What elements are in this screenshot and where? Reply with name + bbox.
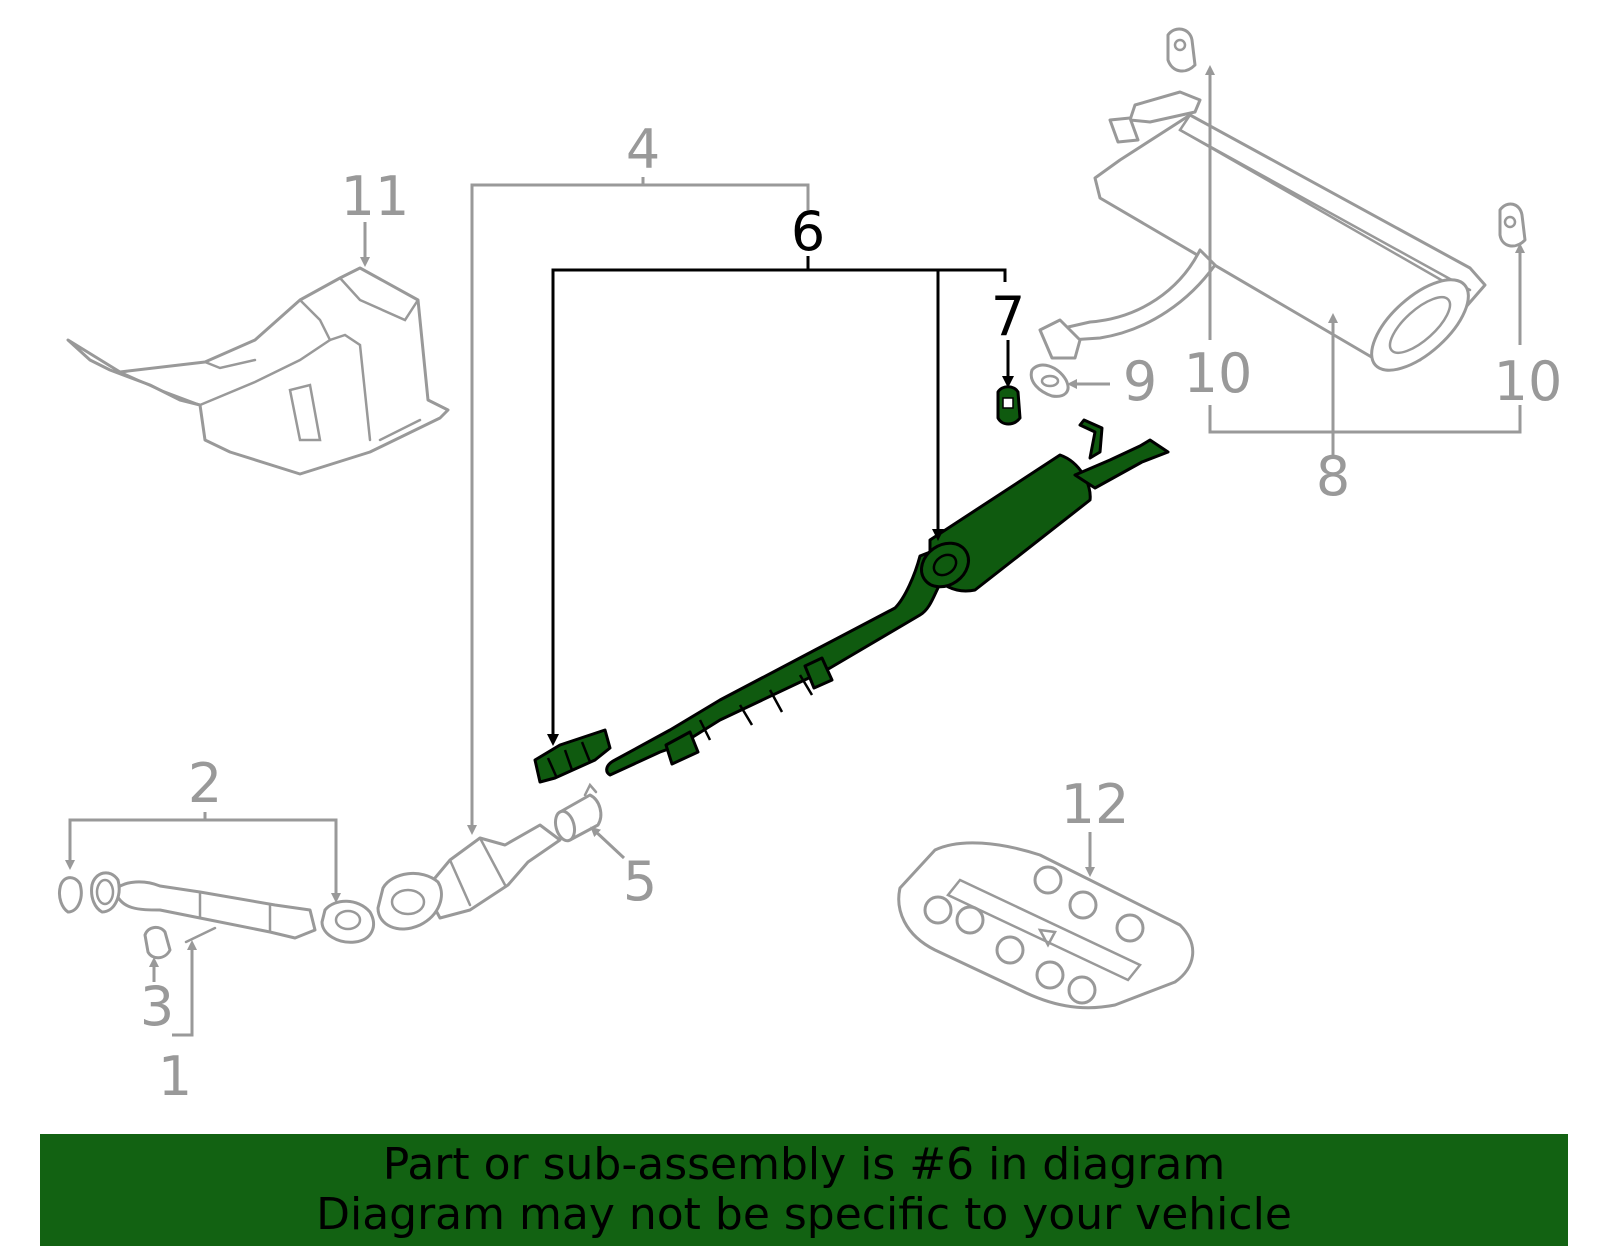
clamp-part-5 bbox=[553, 782, 603, 843]
callout-8: 8 bbox=[1316, 445, 1350, 508]
callout-6: 6 bbox=[791, 200, 825, 263]
stud-part-1 bbox=[184, 926, 217, 944]
callout-10-right: 10 bbox=[1494, 350, 1563, 413]
rear-muffler-part-8 bbox=[1038, 90, 1487, 372]
callout-1: 1 bbox=[158, 1045, 192, 1108]
catalytic-converter-part-4 bbox=[376, 823, 562, 931]
callout-11: 11 bbox=[341, 165, 410, 228]
front-pipe-part-2 bbox=[58, 871, 375, 944]
callout-10-left: 10 bbox=[1184, 342, 1253, 405]
leader-lines bbox=[65, 65, 1525, 1037]
callout-12: 12 bbox=[1061, 773, 1130, 836]
hanger-part-7 bbox=[996, 385, 1022, 426]
callout-5: 5 bbox=[623, 850, 657, 913]
banner-line-1: Part or sub-assembly is #6 in diagram bbox=[382, 1139, 1226, 1190]
callout-9: 9 bbox=[1123, 350, 1157, 413]
hanger-part-3 bbox=[143, 926, 172, 960]
rubber-hanger-part-10-left bbox=[1166, 27, 1197, 73]
callout-3: 3 bbox=[140, 975, 174, 1038]
callout-2: 2 bbox=[188, 752, 222, 815]
skid-plate-part-12 bbox=[897, 841, 1195, 1010]
callout-7: 7 bbox=[991, 285, 1025, 348]
heat-shield-part-11 bbox=[66, 266, 450, 476]
banner-line-2: Diagram may not be specific to your vehi… bbox=[316, 1189, 1292, 1240]
gasket-part-9 bbox=[1029, 363, 1070, 398]
rubber-hanger-part-10-right bbox=[1498, 202, 1527, 248]
intermediate-pipe-part-6 bbox=[533, 418, 1170, 784]
callout-4: 4 bbox=[626, 118, 660, 181]
callout-numbers: 11 4 6 7 9 10 10 8 2 5 12 3 1 bbox=[140, 118, 1563, 1108]
info-banner: Part or sub-assembly is #6 in diagram Di… bbox=[40, 1134, 1568, 1246]
